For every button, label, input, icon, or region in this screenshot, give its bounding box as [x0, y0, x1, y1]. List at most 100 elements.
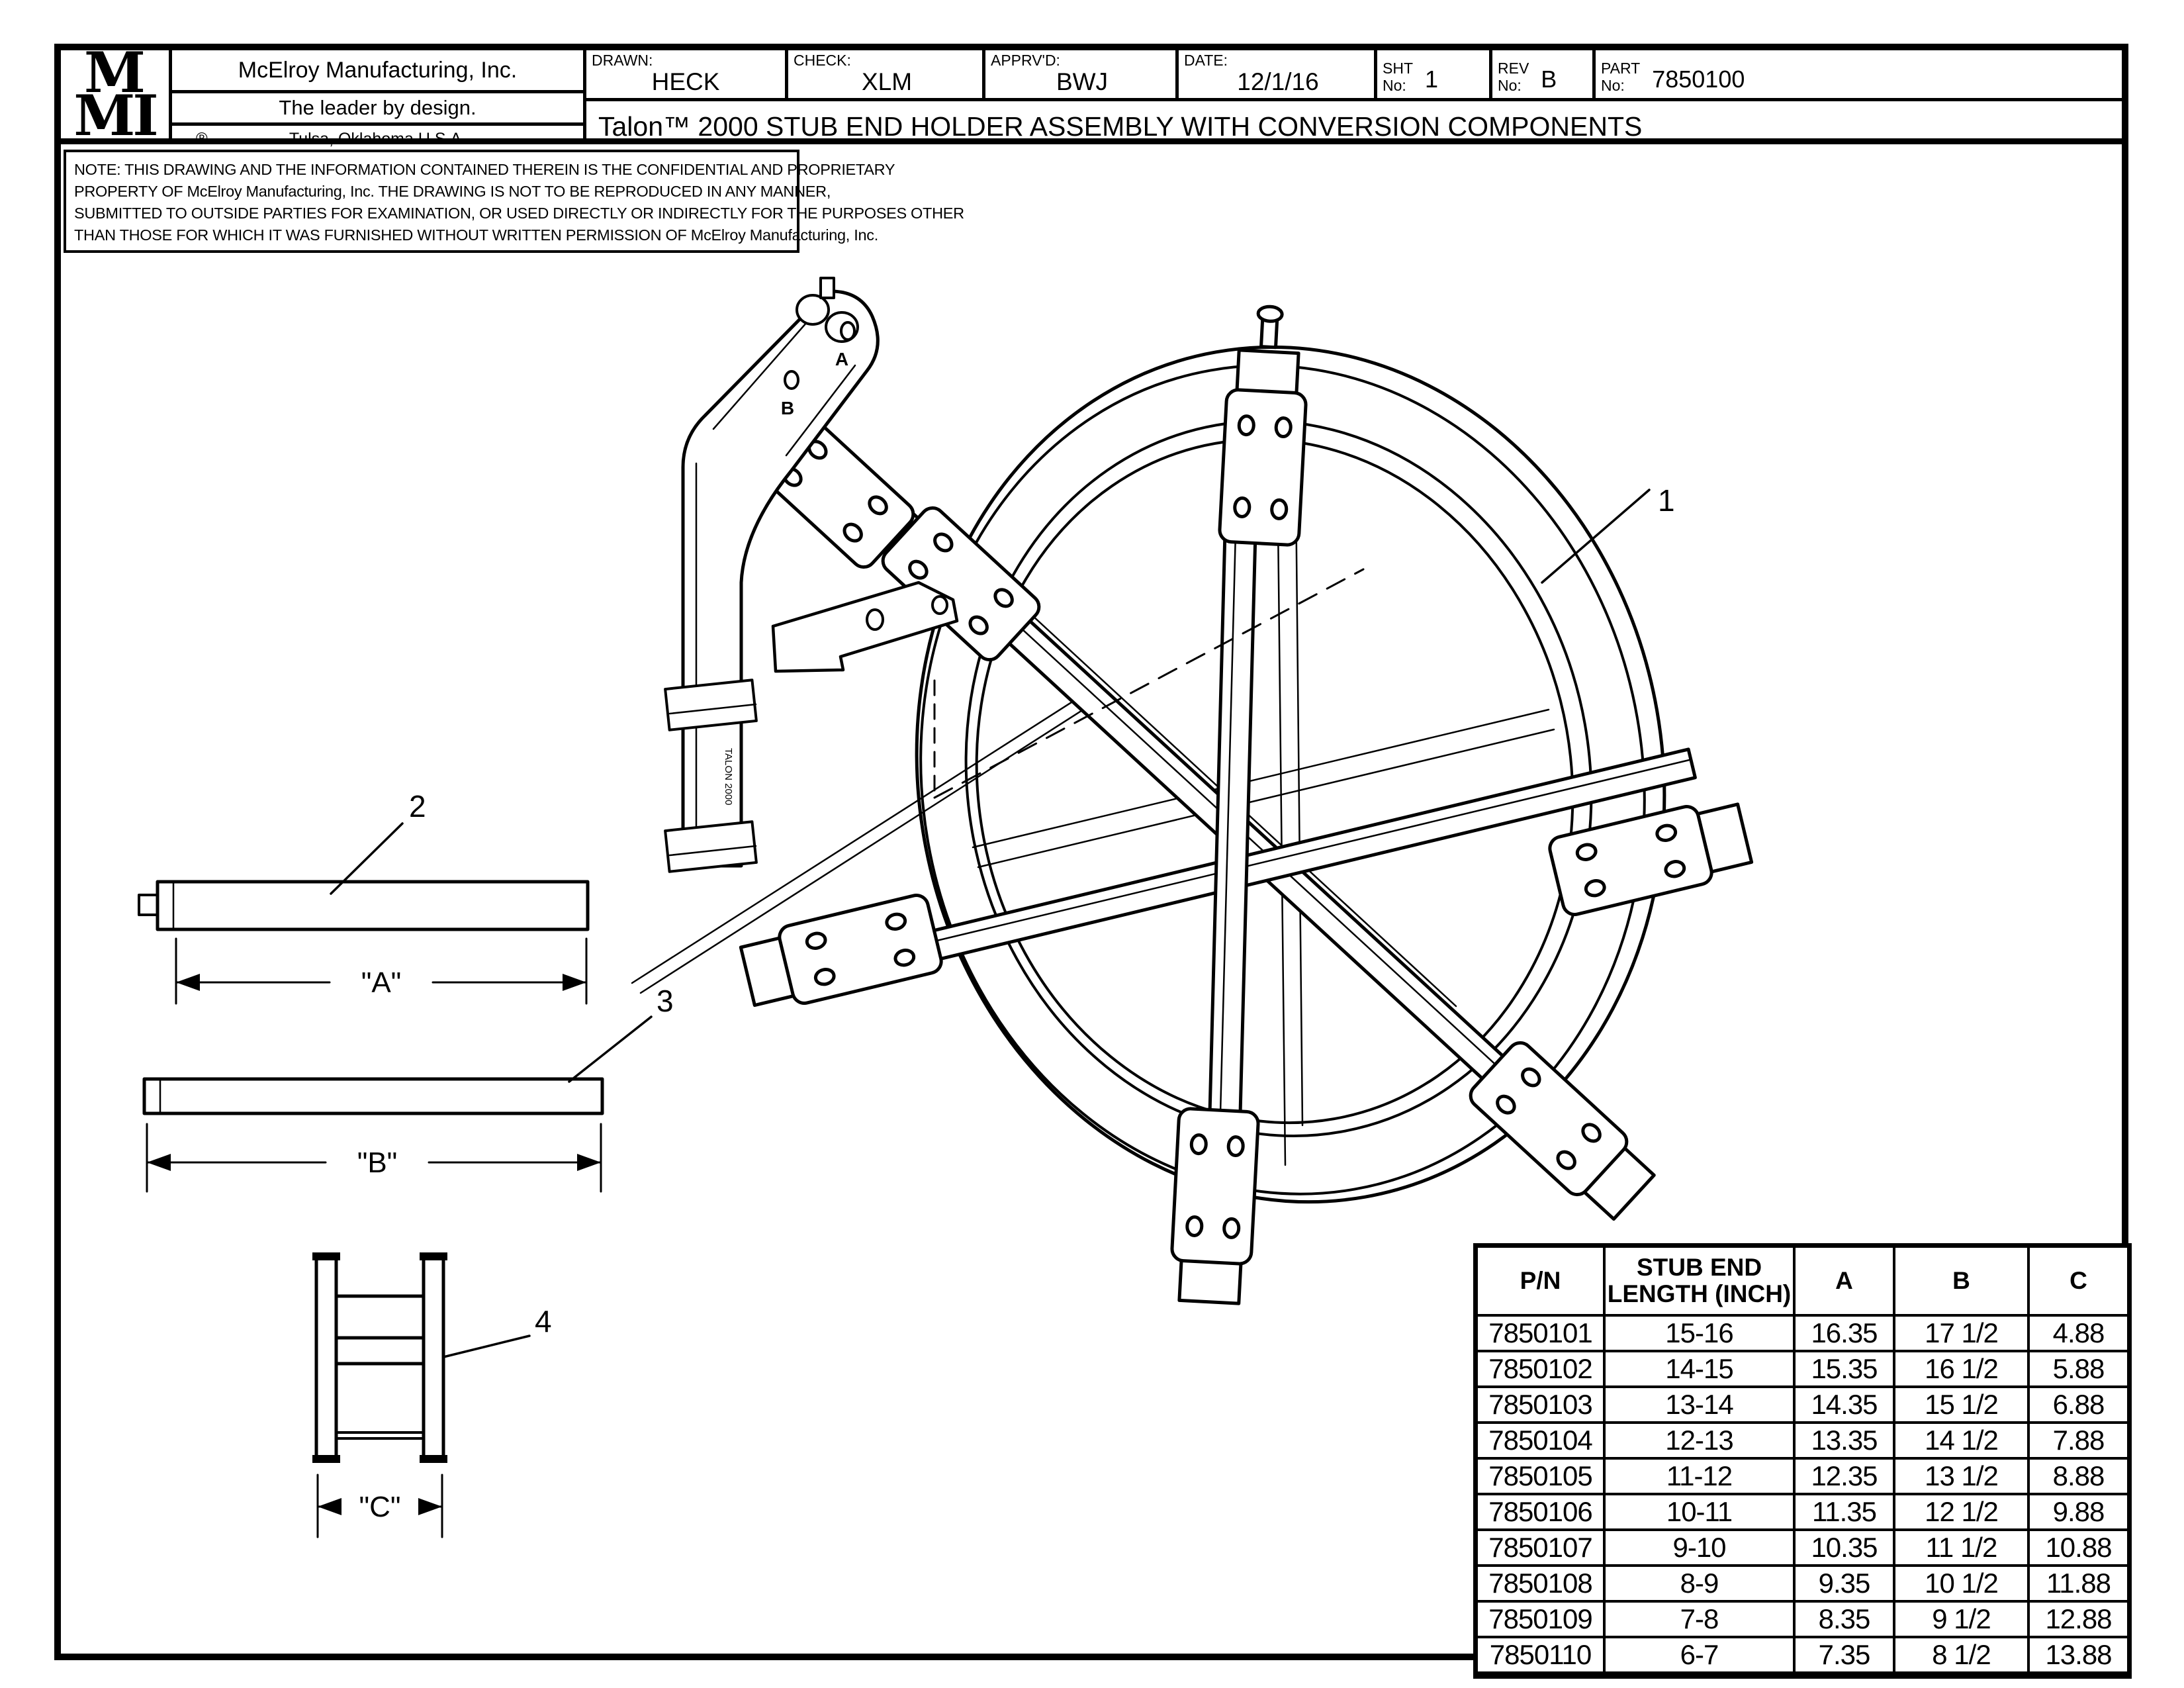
- table-cell: 10 1/2: [1895, 1567, 2030, 1603]
- table-cell: 12.35: [1796, 1460, 1895, 1495]
- table-cell: 7850103: [1478, 1388, 1606, 1424]
- table-cell: 7850106: [1478, 1495, 1606, 1531]
- callout-1-assembly: 1: [1658, 483, 1675, 518]
- field-drawn-value: HECK: [651, 68, 720, 95]
- table-cell: 6-7: [1606, 1638, 1796, 1674]
- clamp-right: [1548, 802, 1754, 916]
- company-tagline: The leader by design.: [172, 93, 583, 126]
- column-header-a: A: [1796, 1248, 1895, 1317]
- table-cell: 10.88: [2030, 1531, 2127, 1567]
- table-cell: 7850110: [1478, 1638, 1606, 1674]
- table-cell: 11-12: [1606, 1460, 1796, 1495]
- field-check: CHECK: XLM: [785, 50, 985, 101]
- field-date-value: 12/1/16: [1237, 68, 1319, 95]
- dim-label-b: "B": [357, 1147, 398, 1179]
- table-cell: 16.35: [1796, 1317, 1895, 1352]
- clamp-lower-right: [1469, 1041, 1656, 1221]
- mcelroy-logo: M MI: [61, 40, 172, 148]
- table-cell: 7850108: [1478, 1567, 1606, 1603]
- field-check-label: CHECK:: [794, 52, 851, 69]
- table-cell: 7.88: [2030, 1424, 2127, 1460]
- clamp-left: [739, 894, 943, 1008]
- table-cell: 11.88: [2030, 1567, 2127, 1603]
- logo-letter-m: M: [84, 40, 146, 105]
- title-block-fields: DRAWN: HECK CHECK: XLM APPRV'D: BWJ DATE…: [586, 50, 2128, 101]
- drawing-title: Talon™ 2000 STUB END HOLDER ASSEMBLY WIT…: [598, 111, 1643, 142]
- column-header-pn: P/N: [1478, 1248, 1606, 1317]
- table-cell: 7850104: [1478, 1424, 1606, 1460]
- field-sht-value: 1: [1425, 65, 1439, 93]
- table-cell: 10-11: [1606, 1495, 1796, 1531]
- table-cell: 11 1/2: [1895, 1531, 2030, 1567]
- stub-end-holder-frame: [664, 277, 959, 873]
- column-header-stub-line1: STUB END: [1636, 1254, 1762, 1281]
- field-rev-label-2: No:: [1498, 76, 1522, 94]
- table-cell: 12.88: [2030, 1603, 2127, 1638]
- table-cell: 8.35: [1796, 1603, 1895, 1638]
- note-line: PROPERTY OF McElroy Manufacturing, Inc. …: [74, 183, 831, 200]
- field-part-value: 7850100: [1652, 65, 1745, 93]
- callout-2-rod: 2: [409, 789, 426, 823]
- field-date: DATE: 12/1/16: [1175, 50, 1377, 101]
- holder-rating-text: TALON 2000: [723, 748, 734, 805]
- column-header-b: B: [1895, 1248, 2030, 1317]
- dim-label-c: "C": [359, 1491, 400, 1523]
- table-cell: 9 1/2: [1895, 1603, 2030, 1638]
- table-cell: 7-8: [1606, 1603, 1796, 1638]
- table-cell: 5.88: [2030, 1352, 2127, 1388]
- dimension-b: [146, 1123, 602, 1193]
- table-cell: 9.88: [2030, 1495, 2127, 1531]
- column-header-stub-line2: LENGTH (INCH): [1607, 1280, 1792, 1307]
- field-rev-value: B: [1541, 65, 1557, 93]
- confidentiality-note: NOTE: THIS DRAWING AND THE INFORMATION C…: [64, 150, 964, 253]
- field-drawn-label: DRAWN:: [592, 52, 653, 69]
- field-drawn: DRAWN: HECK: [586, 50, 785, 101]
- callout-4-spool: 4: [535, 1304, 552, 1338]
- leader-lines: [330, 489, 1651, 1358]
- table-cell: 12-13: [1606, 1424, 1796, 1460]
- table-cell: 14.35: [1796, 1388, 1895, 1424]
- registered-trademark-icon: ®: [196, 130, 208, 148]
- table-cell: 17 1/2: [1895, 1317, 2030, 1352]
- field-rev-number: REV No: B: [1489, 50, 1596, 101]
- table-cell: 7850101: [1478, 1317, 1606, 1352]
- company-info: McElroy Manufacturing, Inc. The leader b…: [172, 50, 586, 148]
- table-cell: 13 1/2: [1895, 1460, 2030, 1495]
- parts-table: P/N STUB END LENGTH (INCH) A B C 7850101…: [1473, 1243, 2132, 1679]
- table-cell: 8-9: [1606, 1567, 1796, 1603]
- part-3-rod: [142, 1077, 604, 1115]
- clamp-bottom: [1170, 1107, 1260, 1305]
- table-cell: 6.88: [2030, 1388, 2127, 1424]
- table-cell: 16 1/2: [1895, 1352, 2030, 1388]
- table-cell: 15 1/2: [1895, 1388, 2030, 1424]
- parts-table-grid: P/N STUB END LENGTH (INCH) A B C 7850101…: [1478, 1248, 2127, 1674]
- holder-hole-a-label: A: [835, 349, 848, 369]
- field-sht-label-1: SHT: [1383, 59, 1413, 77]
- company-location: ® Tulsa, Oklahoma U.S.A.: [172, 126, 583, 154]
- table-cell: 8.88: [2030, 1460, 2127, 1495]
- table-cell: 7850102: [1478, 1352, 1606, 1388]
- table-cell: 13-14: [1606, 1388, 1796, 1424]
- clamp-top: [1218, 305, 1308, 547]
- table-cell: 4.88: [2030, 1317, 2127, 1352]
- table-cell: 7850109: [1478, 1603, 1606, 1638]
- note-line: NOTE: THIS DRAWING AND THE INFORMATION C…: [74, 161, 895, 178]
- table-cell: 14-15: [1606, 1352, 1796, 1388]
- logo-letters-mi: MI: [73, 83, 158, 148]
- table-cell: 7850105: [1478, 1460, 1606, 1495]
- part-2-rod: [138, 880, 590, 931]
- note-line: SUBMITTED TO OUTSIDE PARTIES FOR EXAMINA…: [74, 205, 964, 222]
- column-header-c: C: [2030, 1248, 2127, 1317]
- field-part-label-2: No:: [1601, 76, 1625, 94]
- column-header-stub-end-length: STUB END LENGTH (INCH): [1606, 1248, 1796, 1317]
- table-cell: 13.88: [2030, 1638, 2127, 1674]
- field-part-number: PART No: 7850100: [1592, 50, 2132, 101]
- field-rev-label-1: REV: [1498, 59, 1529, 77]
- construction-lines: [933, 568, 1365, 799]
- title-block: M MI McElroy Manufacturing, Inc. The lea…: [54, 40, 2128, 148]
- field-part-label-1: PART: [1601, 59, 1641, 77]
- table-cell: 13.35: [1796, 1424, 1895, 1460]
- holder-hole-b-label: B: [781, 398, 794, 418]
